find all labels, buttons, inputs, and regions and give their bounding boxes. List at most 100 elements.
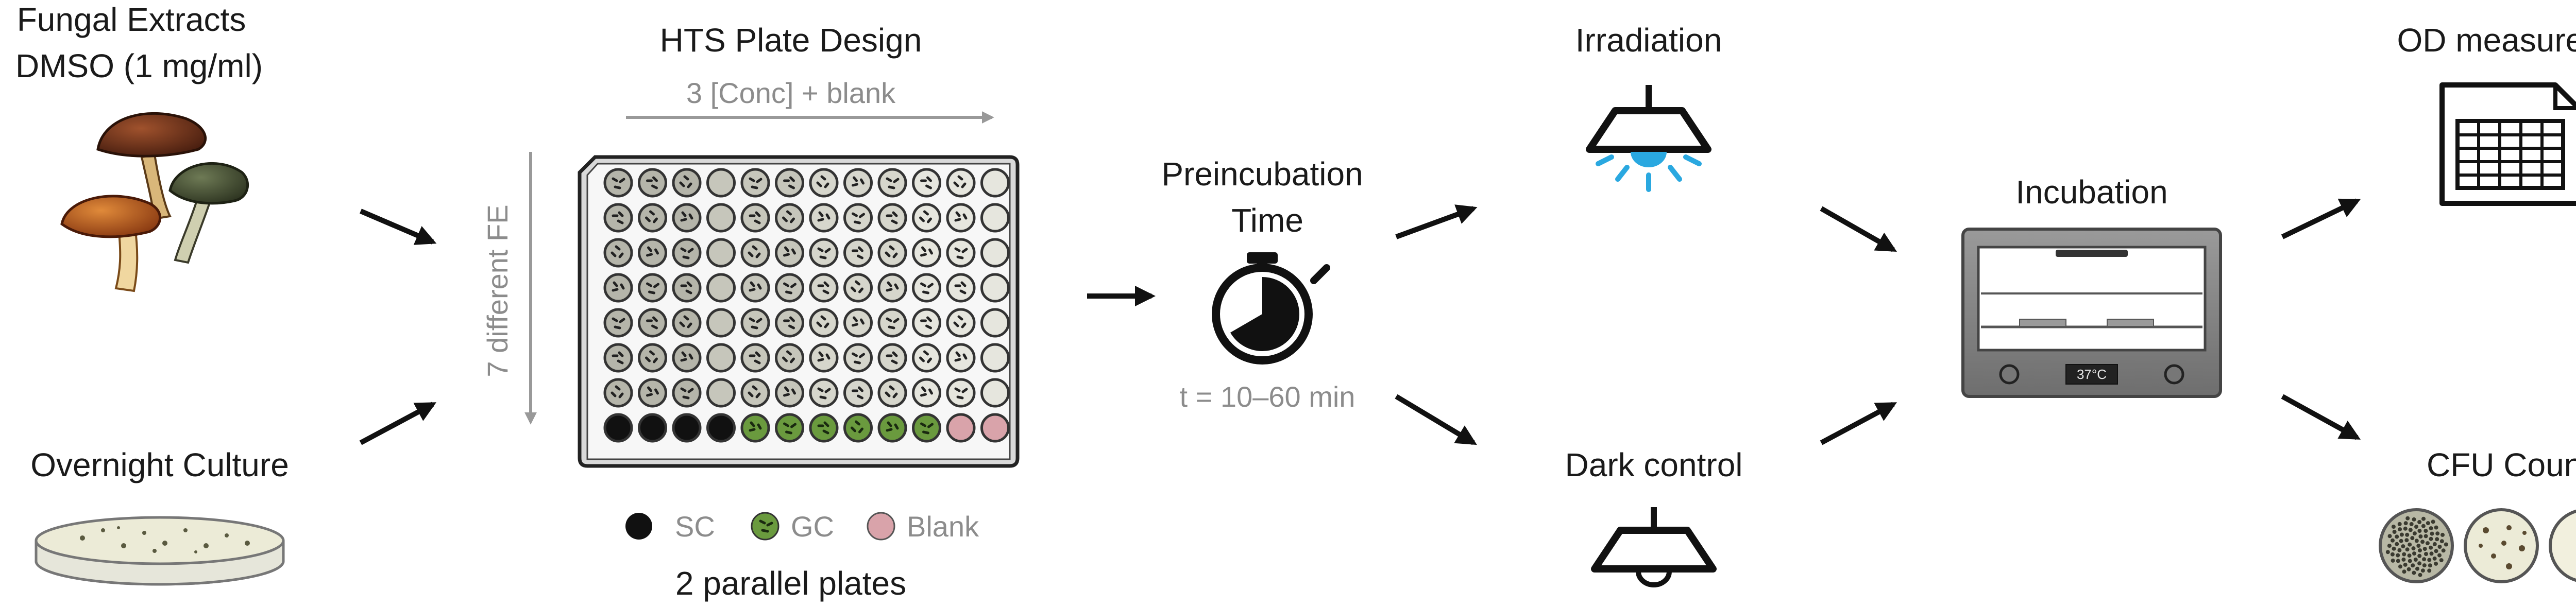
colony-dot — [2412, 551, 2416, 556]
plate-well — [672, 308, 702, 338]
well-colonies — [954, 387, 968, 400]
plate-well — [740, 378, 770, 408]
preincubation-title-line1: Preincubation — [1161, 155, 1363, 193]
legend-blank-label: Blank — [907, 510, 979, 543]
well-colonies — [851, 280, 863, 293]
colony-dot — [2422, 557, 2427, 562]
arrow-preincubation-to-dark — [1395, 394, 1477, 445]
plate-well — [740, 273, 770, 303]
plate-well — [980, 168, 1010, 198]
plate-well — [980, 378, 1010, 408]
plate-well — [638, 308, 667, 338]
well-colonies — [646, 246, 659, 257]
colony-dot — [2432, 556, 2437, 561]
plate-well — [912, 308, 941, 338]
legend-sc-marker — [625, 513, 652, 540]
well-colonies — [817, 211, 831, 222]
colony-dot — [2418, 548, 2422, 553]
colony-dot — [2401, 557, 2406, 562]
colony-dot — [2439, 539, 2444, 544]
well-colonies — [852, 212, 865, 224]
agar-plate-single — [2549, 509, 2576, 582]
colony-dot — [2435, 537, 2439, 542]
plate-well — [946, 413, 976, 443]
well-colonies — [612, 211, 624, 224]
plate-well — [809, 343, 839, 373]
colony-dot — [2427, 558, 2432, 562]
plate-well — [775, 378, 804, 408]
colony-dot — [2397, 548, 2402, 552]
colony-dot — [2395, 534, 2399, 539]
preincubation-time: t = 10–60 min — [1180, 380, 1355, 413]
well-colonies — [817, 247, 831, 259]
plate-well — [740, 413, 770, 443]
legend-blank-marker — [867, 512, 895, 541]
well-colonies — [885, 245, 898, 258]
well-colonies — [612, 317, 625, 329]
colony-dot — [2391, 538, 2395, 543]
plate-well — [706, 308, 736, 338]
plate-well — [912, 273, 941, 303]
well-colonies — [885, 385, 898, 398]
well-colonies — [749, 177, 762, 189]
well-colonies — [886, 317, 900, 329]
plate-well — [980, 203, 1010, 233]
plate-well — [843, 203, 873, 233]
colony-dot — [2420, 568, 2425, 573]
colony-dot — [2405, 516, 2410, 521]
colony-dot — [2444, 542, 2448, 547]
well-colonies — [886, 421, 899, 432]
colony-dot — [2403, 521, 2408, 526]
well-colonies — [749, 281, 762, 292]
well-colonies — [680, 281, 692, 294]
well-colonies — [646, 386, 659, 397]
plate-well — [775, 203, 804, 233]
colony-dot — [2391, 558, 2395, 563]
colony-dot — [2412, 531, 2417, 536]
plate-well — [809, 238, 839, 268]
colony-dot — [2391, 525, 2396, 529]
plate-well — [603, 273, 633, 303]
colony-dot — [2413, 558, 2418, 562]
colony-dot — [2429, 526, 2433, 531]
well-colonies — [749, 211, 761, 224]
well-colonies — [920, 422, 934, 435]
well-colonies — [816, 315, 829, 328]
plate-well — [946, 203, 976, 233]
colony-dot — [2414, 539, 2419, 543]
colony-dot — [2414, 525, 2418, 529]
colony-dot — [2434, 561, 2438, 566]
plate-well — [980, 413, 1010, 443]
colony-dot — [2402, 552, 2406, 557]
plate-well — [638, 273, 667, 303]
plate-well — [809, 168, 839, 198]
colony-dot — [2424, 529, 2428, 533]
od-title: OD measurement — [2397, 22, 2576, 59]
colony-dot — [2432, 542, 2437, 546]
colony-dot — [2408, 542, 2412, 547]
colony-dot — [2418, 534, 2423, 539]
plate-well — [672, 273, 702, 303]
colony-dot — [2428, 563, 2432, 568]
well-colonies — [680, 351, 693, 362]
colony-dot — [2422, 547, 2427, 551]
colony-dot — [2410, 536, 2415, 541]
colony-dot — [2417, 520, 2422, 524]
irradiation-title: Irradiation — [1575, 22, 1722, 59]
incubator-icon: 37°C — [1961, 228, 2222, 398]
well-colonies — [817, 351, 831, 362]
plate-well — [603, 238, 633, 268]
colony-dot — [2417, 553, 2422, 558]
colony-dot — [2397, 522, 2402, 526]
colony-dot — [2424, 552, 2428, 556]
plate-well — [980, 343, 1010, 373]
plate-well — [706, 273, 736, 303]
colony-dot — [2390, 552, 2395, 557]
colony-dot — [2401, 544, 2405, 549]
well-colonies — [954, 247, 968, 259]
legend-gc-label: GC — [791, 510, 834, 543]
colony-dot — [2439, 558, 2444, 563]
plate-well — [706, 168, 736, 198]
incubator-display — [2065, 364, 2118, 385]
